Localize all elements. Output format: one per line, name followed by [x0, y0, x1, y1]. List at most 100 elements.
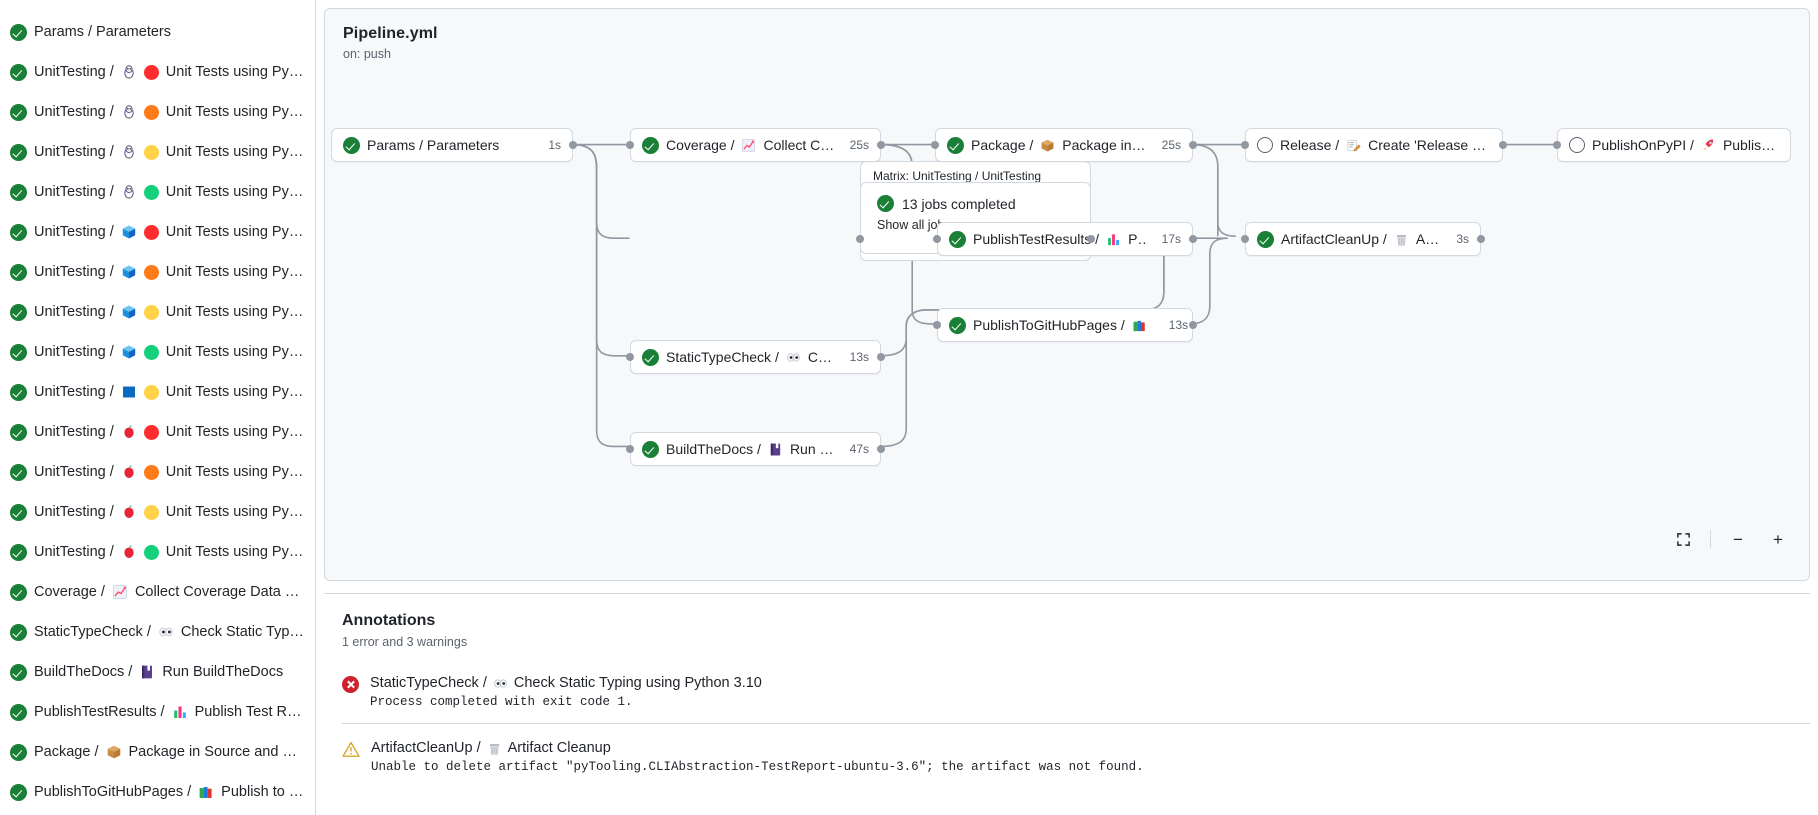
sidebar-item-job[interactable]: UnitTesting / Unit Tests using Pyth... [0, 212, 315, 252]
graph-node-statictype[interactable]: StaticTypeCheck / Chec...13s [630, 340, 881, 374]
graph-node-artifact[interactable]: ArtifactCleanUp / Artifac...3s [1245, 222, 1481, 256]
sidebar-item-job[interactable]: UnitTesting / Unit Tests using Pyth... [0, 452, 315, 492]
sidebar-item-job[interactable]: UnitTesting / Unit Tests using Pyth... [0, 332, 315, 372]
sidebar-item-job[interactable]: BuildTheDocs / Run BuildTheDocs [0, 652, 315, 692]
annotations-list: StaticTypeCheck / Check Static Typing us… [342, 667, 1810, 788]
sidebar-item-step-label: Unit Tests using Pyth... [165, 464, 305, 480]
python-version-dot [143, 144, 159, 160]
graph-node-duration: 47s [849, 442, 869, 456]
sidebar-item-job[interactable]: UnitTesting / Unit Tests using Pyth... [0, 292, 315, 332]
sidebar-item-step-label: Unit Tests using Pyth... [165, 424, 305, 440]
sidebar-item-job-name: Params / Parameters [34, 24, 171, 40]
success-check-icon [10, 263, 27, 281]
graph-zoom-controls[interactable]: − + [1670, 526, 1791, 552]
zoom-out-button[interactable]: − [1733, 529, 1743, 549]
graph-node-job-name: PublishOnPyPI / [1592, 137, 1694, 153]
success-check-icon [10, 543, 27, 561]
python-version-dot [143, 504, 159, 520]
sidebar-item-job[interactable]: UnitTesting / Unit Tests using Pyth... [0, 92, 315, 132]
sidebar-item-job-name: UnitTesting / [34, 224, 114, 240]
sidebar-item-job[interactable]: PublishTestResults / Publish Test Resu..… [0, 692, 315, 732]
sidebar-item-job[interactable]: UnitTesting / Unit Tests using Pyth... [0, 412, 315, 452]
python-version-dot [143, 424, 159, 440]
annotation-job-name: ArtifactCleanUp / [371, 740, 481, 756]
success-check-icon [642, 136, 659, 154]
graph-node-coverage[interactable]: Coverage / Collect Cove...25s [630, 128, 881, 162]
sidebar-item-job[interactable]: UnitTesting / Unit Tests using Pyth... [0, 132, 315, 172]
sidebar-item-step-label: Publish to G... [221, 784, 305, 800]
python-version-dot [143, 104, 159, 120]
python-version-dot [143, 64, 159, 80]
success-check-icon [10, 623, 27, 641]
success-check-icon [10, 223, 27, 241]
sidebar-item-job-name: PublishTestResults / [34, 704, 165, 720]
success-check-icon [877, 195, 894, 212]
sidebar-item-job[interactable]: StaticTypeCheck / Check Static Typing... [0, 612, 315, 652]
graph-node-job-name: Params / Parameters [367, 137, 500, 153]
success-check-icon [10, 423, 27, 441]
success-check-icon [10, 143, 27, 161]
sidebar-item-job[interactable]: UnitTesting / Unit Tests using Pyth... [0, 252, 315, 292]
sidebar-item-job-name: UnitTesting / [34, 384, 114, 400]
sidebar-item-job[interactable]: UnitTesting / Unit Tests using Pyth... [0, 372, 315, 412]
sidebar-item-job-name: UnitTesting / [34, 104, 114, 120]
sidebar-item-job[interactable]: Params / Parameters [0, 12, 315, 52]
annotation-step-name: Check Static Typing using Python 3.10 [513, 675, 762, 691]
wastebasket-icon [1394, 232, 1409, 247]
error-icon [342, 676, 359, 693]
sidebar-item-job[interactable]: UnitTesting / Unit Tests using Pyth... [0, 532, 315, 572]
sidebar-item-job-name: UnitTesting / [34, 504, 114, 520]
success-check-icon [10, 463, 27, 481]
graph-node-port-out [1499, 141, 1507, 149]
graph-node-job-name: Release / [1280, 137, 1340, 153]
sidebar-item-job[interactable]: Coverage / Collect Coverage Data usi... [0, 572, 315, 612]
annotation-row[interactable]: StaticTypeCheck / Check Static Typing us… [342, 667, 1810, 723]
annotation-message: Unable to delete artifact "pyTooling.CLI… [371, 760, 1144, 774]
graph-node-duration: 13s [849, 350, 869, 364]
sidebar-item-job[interactable]: UnitTesting / Unit Tests using Pyth... [0, 172, 315, 212]
graph-node-package[interactable]: Package / Package in So...25s [935, 128, 1193, 162]
graph-node-pypi[interactable]: PublishOnPyPI / Publish to ... [1557, 128, 1791, 162]
linux-penguin-icon [121, 64, 137, 80]
graph-node-port-out [1189, 321, 1197, 329]
graph-node-duration: 13s [1168, 318, 1189, 332]
sidebar-item-step-label: Package in Source and Wh... [128, 744, 306, 760]
graph-node-release[interactable]: Release / Create 'Release P... [1245, 128, 1503, 162]
graph-node-duration: 3s [1456, 232, 1469, 246]
graph-canvas[interactable]: Matrix: UnitTesting / UnitTesting 13 job… [325, 9, 1809, 580]
windows-square-icon [121, 384, 137, 400]
annotations-section: Annotations 1 error and 3 warnings Stati… [324, 593, 1810, 815]
main-content: Pipeline.yml on: push [316, 0, 1818, 815]
bar-chart-icon [172, 704, 188, 720]
notebook-icon [139, 664, 155, 680]
books-icon [1132, 318, 1147, 333]
graph-node-ghpages[interactable]: PublishToGitHubPages / ...13s [937, 308, 1193, 342]
success-check-icon [10, 663, 27, 681]
graph-node-port-in [626, 445, 634, 453]
fit-screen-icon[interactable] [1670, 526, 1696, 552]
graph-edges [572, 143, 1556, 448]
sidebar-item-job[interactable]: UnitTesting / Unit Tests using Pyth... [0, 492, 315, 532]
matrix-jobs-summary: 13 jobs completed [861, 183, 1090, 212]
apple-icon [121, 504, 137, 520]
graph-node-step-name: Pu... [1128, 231, 1147, 247]
sidebar-item-job[interactable]: Package / Package in Source and Wh... [0, 732, 315, 772]
graph-node-testresults[interactable]: PublishTestResults / Pu...17s [937, 222, 1193, 256]
python-version-dot [143, 344, 159, 360]
show-all-jobs-link[interactable]: Show all jobs [877, 218, 951, 232]
matrix-port-in [856, 235, 864, 243]
sidebar-item-job[interactable]: UnitTesting / Unit Tests using Pyth... [0, 52, 315, 92]
sidebar-item-job[interactable]: PublishToGitHubPages / Publish to G... [0, 772, 315, 812]
notebook-icon [768, 442, 783, 457]
sidebar-item-step-label: Unit Tests using Pyth... [165, 304, 305, 320]
graph-node-step-name: Chec... [807, 349, 835, 365]
graph-node-step-name: Collect Cove... [763, 137, 835, 153]
graph-node-port-in [933, 235, 941, 243]
workflow-graph-panel[interactable]: Pipeline.yml on: push [324, 8, 1810, 581]
graph-node-builddocs[interactable]: BuildTheDocs / Run Buil...47s [630, 432, 881, 466]
zoom-in-button[interactable]: + [1773, 529, 1783, 549]
